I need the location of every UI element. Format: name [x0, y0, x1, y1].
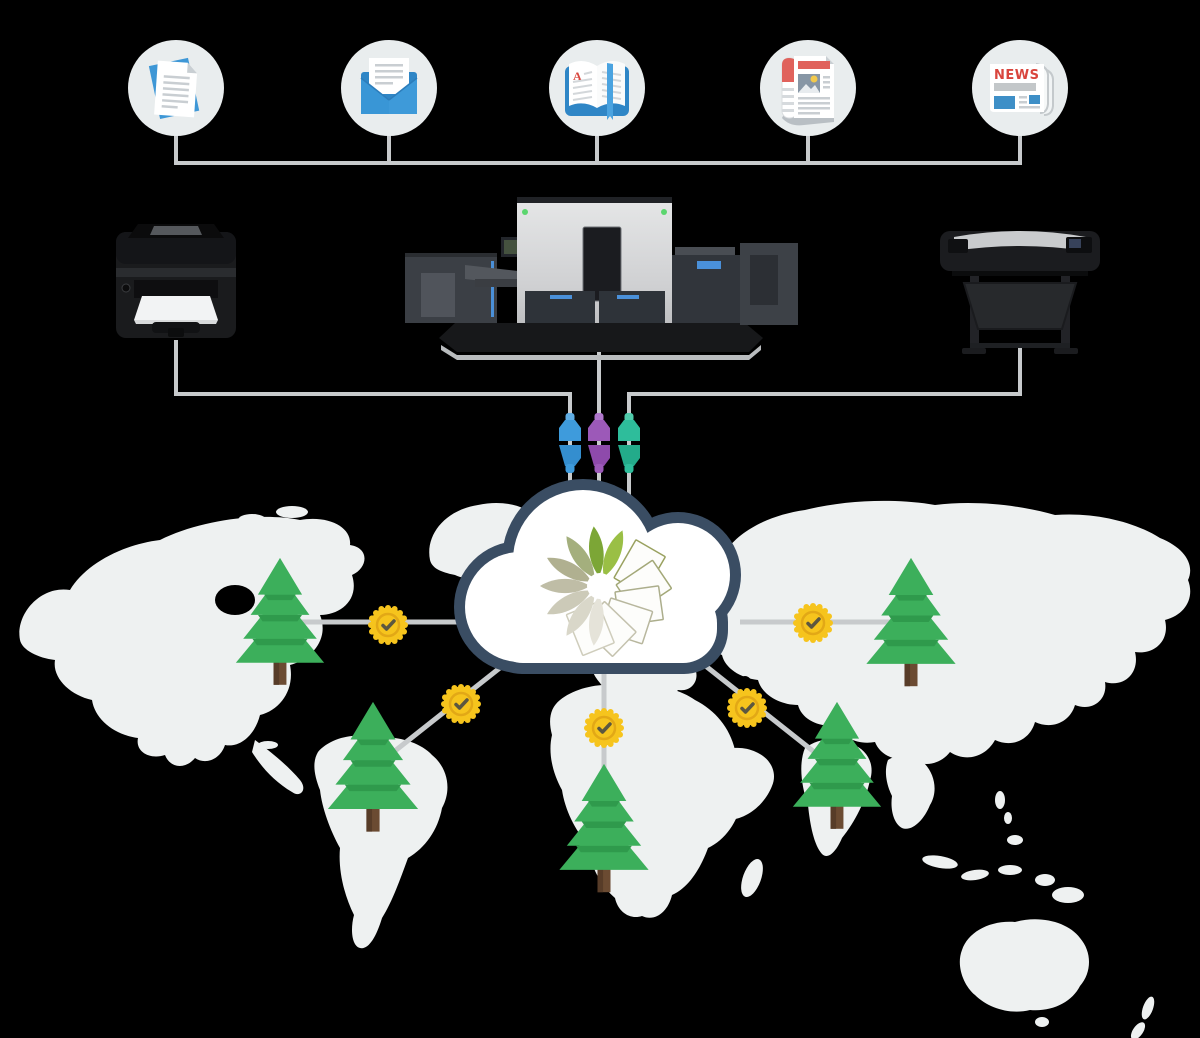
check-coin [725, 686, 769, 730]
book-icon: A [549, 40, 645, 136]
magazine-icon [760, 40, 856, 136]
large-format-plotter [940, 231, 1100, 354]
digital-press [405, 197, 798, 360]
teal-connector-icon [618, 413, 640, 473]
check-coin [582, 706, 626, 750]
check-coin [439, 682, 483, 726]
newspaper-icon: NEWS [972, 40, 1068, 136]
news-headline: NEWS [994, 68, 1039, 83]
blue-connector-icon [559, 413, 581, 473]
documents-icon [128, 40, 224, 136]
purple-connector-icon [588, 413, 610, 473]
data-connectors [559, 413, 640, 473]
email-icon [341, 40, 437, 136]
book-letter: A [573, 69, 582, 83]
check-coin [366, 603, 410, 647]
cloud [454, 479, 741, 674]
eco-pages-logo [540, 526, 672, 657]
laser-printer [116, 224, 236, 338]
check-coin [791, 601, 835, 645]
